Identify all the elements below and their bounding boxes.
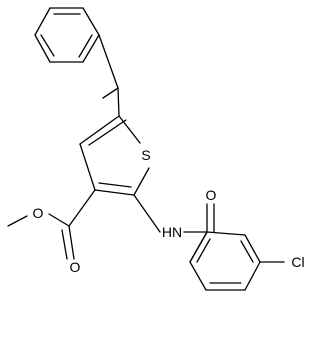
chlorophenyl-ring (189, 231, 285, 291)
ester-carbonyl-oxygen-label: O (70, 259, 81, 275)
methylene-linker (98, 34, 119, 99)
benzyl-phenyl-ring (34, 7, 100, 63)
methyl-ester-group (7, 189, 96, 260)
amide-nh-label: HN (162, 224, 182, 240)
thiophene-ring (79, 87, 150, 196)
ester-ether-oxygen-label: O (33, 205, 44, 221)
chlorine-label: Cl (291, 254, 304, 270)
amide-oxygen-label: O (206, 187, 217, 203)
sulfur-label: S (141, 147, 150, 163)
